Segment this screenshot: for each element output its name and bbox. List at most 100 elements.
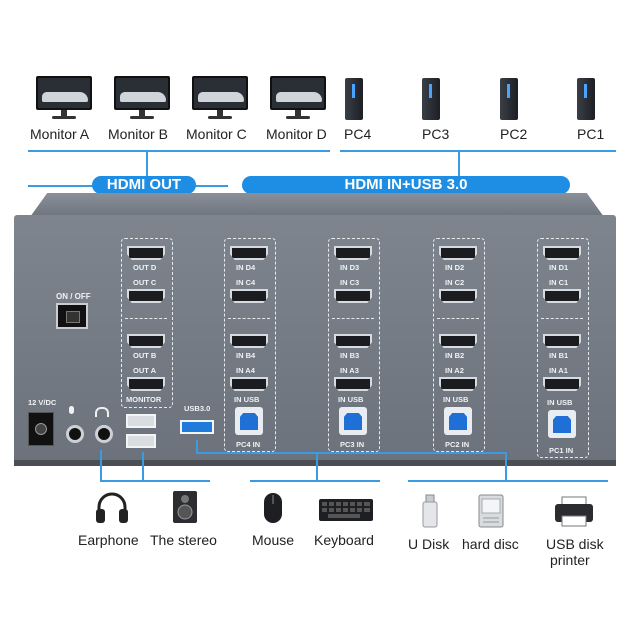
pc4-in-d-label: IN D4 (236, 263, 256, 272)
pc3-in-usb-label: IN USB (338, 395, 364, 404)
pc1-in-a-label: IN A1 (549, 366, 568, 375)
dc-power-port[interactable] (28, 412, 54, 446)
pc4-usb-b-port[interactable] (235, 407, 263, 435)
hdmi-out-b-port[interactable] (127, 334, 165, 348)
pc2-in-b-label: IN B2 (445, 351, 465, 360)
usb3-drop-line (196, 440, 198, 454)
pc2-usb-b-port[interactable] (444, 407, 472, 435)
pc4-input-group (224, 238, 276, 452)
pc3-hdmi-b-port[interactable] (334, 334, 372, 348)
storage-drop-line (505, 452, 507, 480)
usb3-port[interactable] (180, 420, 214, 434)
pc1-hdmi-a-port[interactable] (543, 377, 581, 391)
pc2-input-group (433, 238, 485, 452)
monitor-a-icon (36, 76, 92, 120)
headphones-icon (96, 492, 128, 523)
usb-right-route-line (316, 452, 506, 454)
pc2-label: PC2 (500, 126, 528, 142)
out-divider (125, 318, 167, 319)
usb-a-port-1[interactable] (126, 414, 156, 428)
pc3-hdmi-c-port[interactable] (334, 289, 372, 303)
pc3-tower-icon (422, 78, 440, 120)
out-a-label: OUT A (133, 366, 157, 375)
power-switch[interactable] (56, 303, 88, 329)
pc1-in-d-label: IN D1 (549, 263, 569, 272)
hdmi-out-group (121, 238, 173, 408)
pc3-divider (332, 318, 374, 319)
usb-a-port-2[interactable] (126, 434, 156, 448)
monitor-c-icon (192, 76, 248, 120)
mouse-icon (264, 493, 282, 523)
pc4-in-a-label: IN A4 (236, 366, 255, 375)
kvm-chassis-base (14, 460, 616, 466)
pc2-divider (437, 318, 479, 319)
u-disk-label: U Disk (408, 536, 450, 552)
pc1-usb-b-port[interactable] (548, 410, 576, 438)
pc4-hdmi-b-port[interactable] (230, 334, 268, 348)
hard-disc-label: hard disc (462, 536, 519, 552)
mouse-label: Mouse (252, 532, 295, 548)
pc2-hdmi-a-port[interactable] (439, 377, 477, 391)
power-input-label: 12 V/DC (28, 398, 57, 407)
headphones-small-icon (95, 407, 109, 417)
monitor-a-label: Monitor A (30, 126, 90, 142)
kvm-chassis-top (30, 193, 604, 217)
microphone-icon (69, 406, 74, 414)
pc2-in-footer: PC2 IN (445, 440, 470, 449)
pc1-in-c-label: IN C1 (549, 278, 569, 287)
pc2-tower-icon (500, 78, 518, 120)
out-c-label: OUT C (133, 278, 157, 287)
storage-bus-line (408, 480, 608, 482)
hdmi-in-usb-banner: HDMI IN+USB 3.0 (242, 176, 570, 194)
pc2-hdmi-b-port[interactable] (439, 334, 477, 348)
pc4-hdmi-d-port[interactable] (230, 246, 268, 260)
pc4-in-b-label: IN B4 (236, 351, 256, 360)
pc3-in-b-label: IN B3 (340, 351, 360, 360)
pc4-divider (228, 318, 270, 319)
pc3-in-a-label: IN A3 (340, 366, 359, 375)
hard-disk-icon (478, 494, 504, 528)
keyboard-icon (319, 499, 373, 521)
pc2-in-c-label: IN C2 (445, 278, 465, 287)
hid-bus-line (250, 480, 380, 482)
pc3-usb-b-port[interactable] (339, 407, 367, 435)
pc4-hdmi-c-port[interactable] (230, 289, 268, 303)
pc-drop-line (458, 150, 460, 178)
pc4-label: PC4 (344, 126, 372, 142)
printer-label: printer (550, 552, 590, 568)
monitor-d-icon (270, 76, 326, 120)
pc2-hdmi-d-port[interactable] (439, 246, 477, 260)
pc1-in-b-label: IN B1 (549, 351, 569, 360)
usb-hub-drop-line (142, 452, 144, 480)
pc4-hdmi-a-port[interactable] (230, 377, 268, 391)
pc4-in-c-label: IN C4 (236, 278, 256, 287)
hdmi-out-c-port[interactable] (127, 289, 165, 303)
speaker-icon (173, 491, 197, 523)
audio-drop-line (100, 450, 102, 480)
pc3-label: PC3 (422, 126, 450, 142)
pc4-in-usb-label: IN USB (234, 395, 260, 404)
pc3-hdmi-a-port[interactable] (334, 377, 372, 391)
pc2-in-d-label: IN D2 (445, 263, 465, 272)
pc4-in-footer: PC4 IN (236, 440, 261, 449)
headphone-jack[interactable] (95, 425, 113, 443)
pc3-input-group (328, 238, 380, 452)
pc1-hdmi-d-port[interactable] (543, 246, 581, 260)
monitor-d-label: Monitor D (266, 126, 327, 142)
hdmi-out-a-port[interactable] (127, 377, 165, 391)
pc1-hdmi-b-port[interactable] (543, 334, 581, 348)
microphone-jack[interactable] (66, 425, 84, 443)
hdmi-out-d-port[interactable] (127, 246, 165, 260)
stereo-label: The stereo (150, 532, 217, 548)
audio-bus-line (100, 480, 210, 482)
out-d-label: OUT D (133, 263, 157, 272)
pc1-in-usb-label: IN USB (547, 398, 573, 407)
pc2-hdmi-c-port[interactable] (439, 289, 477, 303)
usb3-route-line (196, 452, 316, 454)
pc-bus-line (340, 150, 616, 152)
pc3-hdmi-d-port[interactable] (334, 246, 372, 260)
pc1-divider (541, 318, 583, 319)
pc4-tower-icon (345, 78, 363, 120)
pc1-hdmi-c-port[interactable] (543, 289, 581, 303)
hid-drop-line (316, 452, 318, 480)
